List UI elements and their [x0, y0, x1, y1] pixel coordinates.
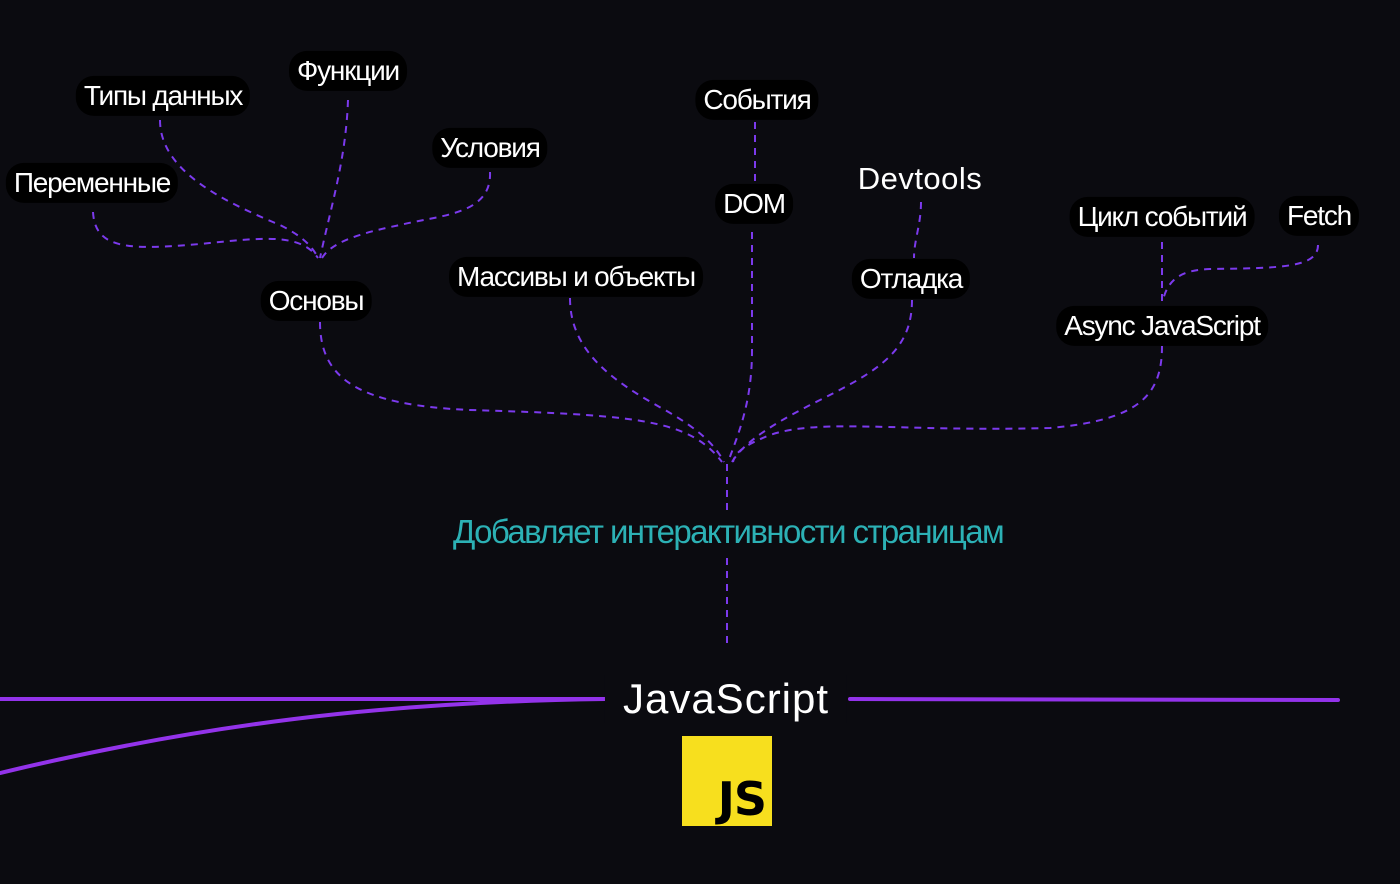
edge-dom-to-hub [727, 232, 753, 463]
edge-arrays-to-hub [569, 297, 725, 463]
node-devtools: Devtools [857, 161, 983, 197]
node-functions: Функции [289, 50, 407, 92]
node-arrays-objects: Массивы и объекты [449, 256, 703, 298]
main-track-curve [0, 697, 607, 775]
js-logo-text: JS [717, 772, 767, 826]
node-async-javascript: Async JavaScript [1056, 305, 1268, 347]
node-event-loop: Цикл событий [1069, 196, 1255, 238]
edge-datatypes-to-basics [159, 119, 319, 259]
node-basics: Основы [260, 280, 372, 322]
edge-basics-to-hub [319, 321, 723, 463]
main-track-right [848, 697, 1340, 702]
edge-devtools-to-debugging [913, 201, 922, 259]
edge-fetch-to-async [1162, 244, 1319, 301]
edge-variables-to-basics [92, 211, 319, 259]
node-conditions: Условия [432, 127, 548, 169]
main-title: JavaScript [604, 675, 848, 723]
js-logo: JS [682, 736, 772, 826]
node-debugging: Отладка [851, 258, 971, 300]
node-dom: DOM [715, 183, 793, 225]
subtitle: Добавляет интерактивности страницам [452, 513, 1005, 550]
node-events: События [695, 79, 819, 121]
edge-conditions-to-basics [321, 171, 492, 259]
node-data-types: Типы данных [75, 75, 251, 117]
edge-functions-to-basics [319, 99, 349, 259]
edge-async-to-hub [732, 345, 1163, 463]
node-variables: Переменные [5, 162, 179, 204]
edge-debugging-to-hub [731, 299, 913, 463]
node-fetch: Fetch [1278, 195, 1360, 237]
